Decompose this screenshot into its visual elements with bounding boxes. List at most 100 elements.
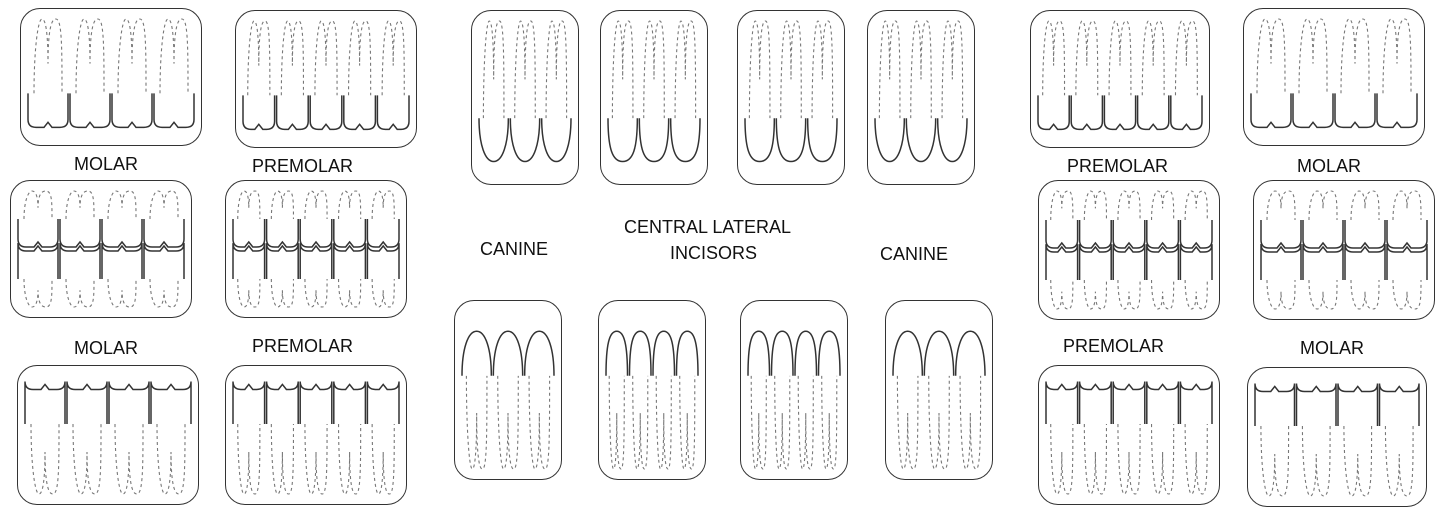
tooth-root bbox=[1150, 190, 1175, 221]
tooth-crown bbox=[1146, 381, 1180, 424]
tooth-root bbox=[1117, 423, 1141, 495]
tooth-root bbox=[149, 190, 179, 220]
tooth-crown bbox=[1302, 220, 1344, 249]
tooth-root bbox=[1117, 190, 1141, 221]
tooth-crown bbox=[1179, 381, 1213, 424]
incisor-teeth-graphic bbox=[605, 330, 699, 470]
tooth-root bbox=[1301, 425, 1331, 497]
label-premolar-left-1: PREMOLAR bbox=[252, 156, 354, 176]
tooth-root bbox=[114, 423, 144, 495]
tooth-root bbox=[1050, 190, 1074, 221]
tooth-crown bbox=[366, 243, 400, 279]
tooth-root bbox=[237, 423, 261, 495]
tooth-root bbox=[1350, 279, 1380, 310]
canine-teeth-graphic bbox=[892, 330, 986, 470]
tooth-root bbox=[1184, 190, 1208, 221]
tooth-crown bbox=[333, 219, 367, 248]
tooth-crown bbox=[747, 330, 771, 376]
tooth-root bbox=[643, 20, 665, 119]
tooth-root bbox=[117, 18, 147, 94]
tooth-root bbox=[371, 423, 395, 495]
tooth-root bbox=[1184, 279, 1208, 310]
tooth-crown bbox=[1078, 244, 1112, 280]
tooth-crown bbox=[744, 118, 776, 163]
tooth-crown bbox=[1170, 95, 1203, 131]
tooth-crown bbox=[1344, 220, 1386, 249]
tooth-root bbox=[75, 18, 105, 94]
label-incisors: INCISORS bbox=[670, 243, 758, 263]
canine-teeth-graphic bbox=[874, 20, 968, 163]
panel-canine-upper-right bbox=[867, 10, 975, 185]
tooth-crown bbox=[1112, 244, 1146, 280]
tooth-root bbox=[33, 18, 63, 94]
tooth-crown bbox=[509, 118, 541, 163]
panel-incisor-lower-2 bbox=[740, 300, 848, 480]
tooth-crown bbox=[232, 219, 266, 248]
premolar-teeth-graphic bbox=[1045, 190, 1213, 310]
tooth-crown bbox=[143, 242, 185, 279]
canine-teeth-graphic bbox=[461, 330, 555, 470]
tooth-crown bbox=[66, 381, 108, 424]
tooth-crown bbox=[806, 118, 838, 163]
tooth-crown bbox=[1386, 220, 1428, 249]
tooth-crown bbox=[101, 242, 143, 279]
tooth-root bbox=[304, 423, 328, 495]
tooth-crown bbox=[1378, 383, 1420, 426]
tooth-crown bbox=[265, 243, 299, 279]
tooth-crown bbox=[1179, 244, 1213, 280]
tooth-root bbox=[314, 20, 338, 96]
tooth-root bbox=[1343, 425, 1373, 497]
tooth-root bbox=[545, 20, 568, 119]
tooth-root bbox=[1350, 190, 1380, 221]
tooth-root bbox=[1184, 423, 1208, 495]
tooth-crown bbox=[652, 330, 676, 376]
premolar-teeth-graphic bbox=[232, 190, 400, 308]
tooth-crown bbox=[874, 118, 906, 163]
tooth-crown bbox=[232, 381, 266, 424]
tooth-crown bbox=[1344, 243, 1386, 280]
tooth-root bbox=[1083, 423, 1108, 495]
tooth-root bbox=[611, 20, 634, 119]
tooth-crown bbox=[153, 93, 195, 129]
tooth-root bbox=[1392, 279, 1422, 310]
tooth-crown bbox=[69, 93, 111, 129]
tooth-root bbox=[1141, 20, 1165, 96]
tooth-crown bbox=[27, 93, 69, 129]
panel-canine-lower-left bbox=[454, 300, 562, 480]
tooth-crown bbox=[265, 381, 299, 424]
tooth-crown bbox=[1376, 93, 1418, 129]
premolar-teeth-graphic bbox=[1045, 381, 1213, 495]
label-premolar-right-2: PREMOLAR bbox=[1063, 336, 1165, 356]
panel-premolar-lower-left bbox=[225, 365, 407, 505]
tooth-root bbox=[811, 20, 834, 119]
label-premolar-right-1: PREMOLAR bbox=[1067, 156, 1169, 176]
tooth-root bbox=[347, 20, 372, 96]
tooth-crown bbox=[59, 242, 101, 279]
label-canine-left: CANINE bbox=[480, 239, 549, 259]
tooth-root bbox=[1174, 20, 1198, 96]
tooth-root bbox=[304, 190, 328, 220]
tooth-root bbox=[1050, 423, 1074, 495]
tooth-root bbox=[959, 375, 982, 470]
tooth-root bbox=[1108, 20, 1132, 96]
label-molar-left-1: MOLAR bbox=[74, 154, 139, 174]
tooth-root bbox=[1256, 18, 1286, 94]
tooth-root bbox=[1308, 279, 1338, 310]
tooth-crown bbox=[111, 93, 153, 129]
tooth-root bbox=[270, 278, 295, 308]
panel-molar-upper-left bbox=[20, 8, 202, 146]
tooth-root bbox=[910, 20, 932, 119]
tooth-root bbox=[270, 423, 295, 495]
tooth-root bbox=[270, 190, 295, 220]
premolar-teeth-graphic bbox=[242, 20, 410, 131]
tooth-crown bbox=[1146, 244, 1180, 280]
tooth-crown bbox=[1254, 383, 1296, 426]
tooth-crown bbox=[1037, 95, 1070, 131]
tooth-crown bbox=[376, 95, 410, 131]
panel-molar-upper-right bbox=[1243, 8, 1425, 146]
tooth-root bbox=[632, 375, 649, 470]
incisor-teeth-graphic bbox=[744, 20, 838, 163]
tooth-crown bbox=[265, 219, 299, 248]
tooth-crown bbox=[954, 330, 986, 376]
tooth-crown bbox=[607, 118, 639, 163]
